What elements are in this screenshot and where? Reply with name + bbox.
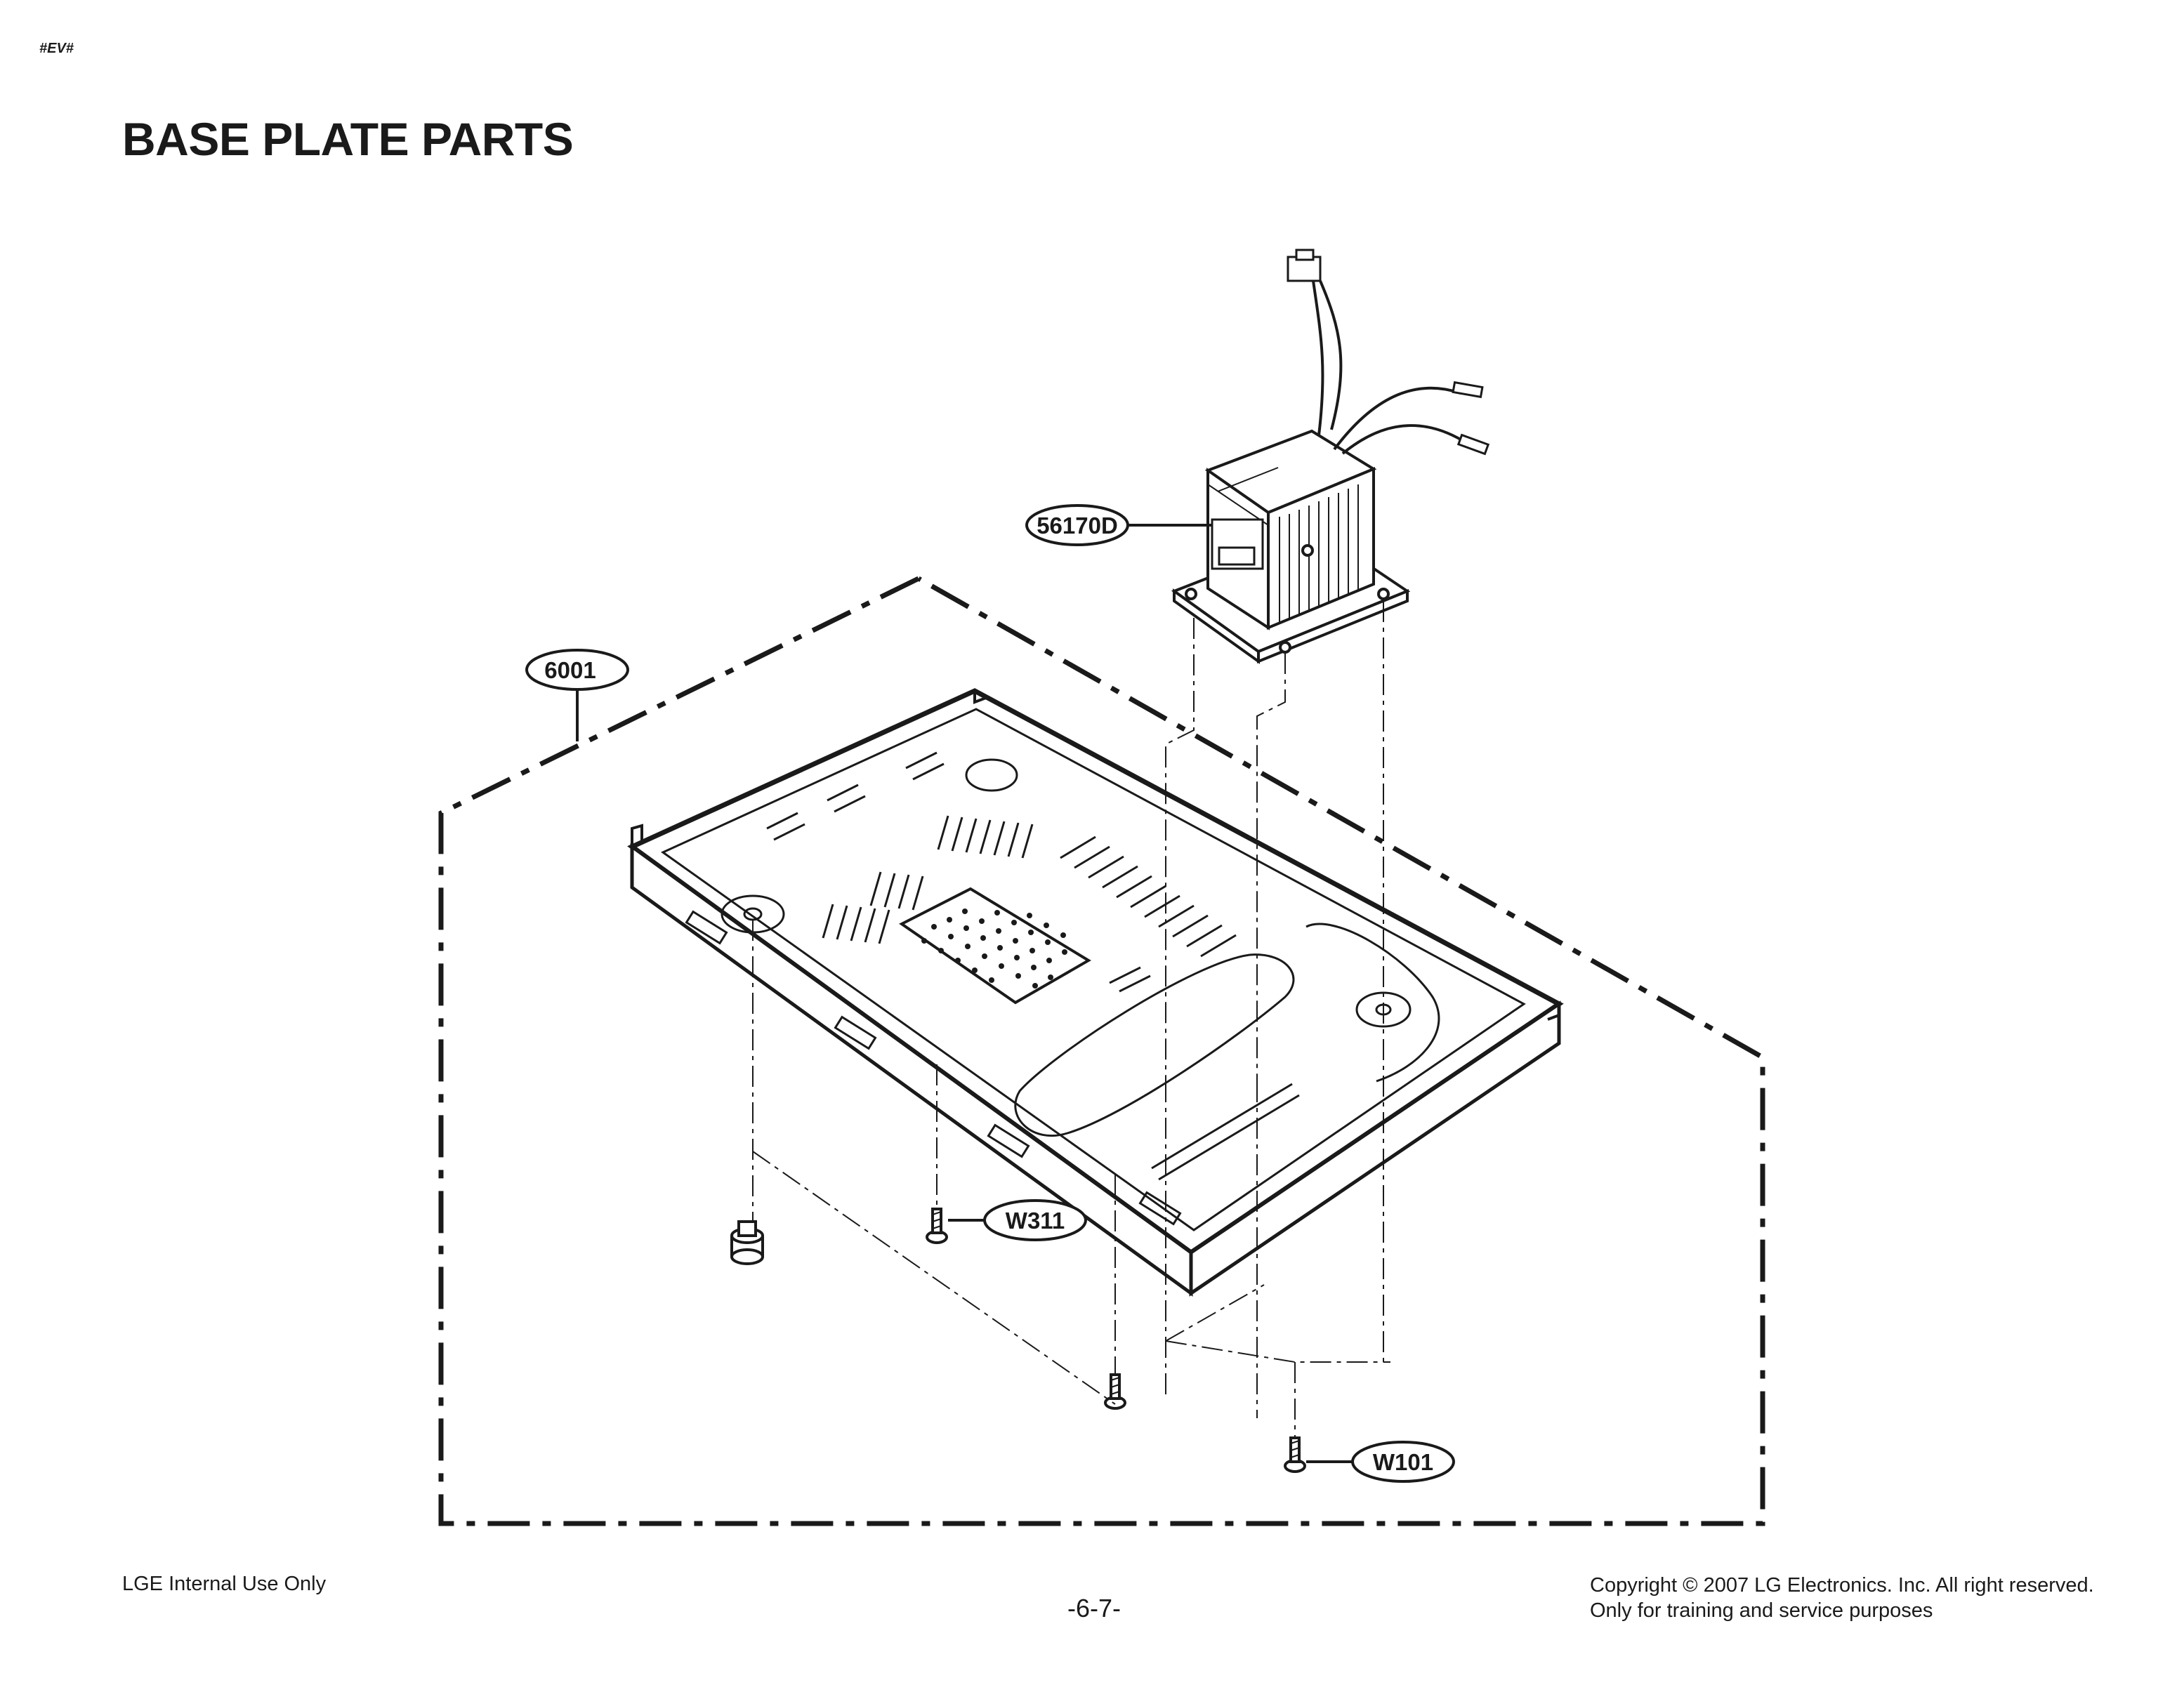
transformer-drawing [1171,249,1490,664]
base-plate-drawing [627,688,1564,1297]
footer-internal-use: LGE Internal Use Only [122,1573,327,1595]
grille-holes [921,908,1067,989]
projection-lines [752,601,1390,1436]
assembly-boundary [438,576,1765,1526]
foot-part [730,1220,764,1265]
callout-label-W101: W101 [1373,1449,1433,1475]
callout-W311: W311 [948,1199,1087,1241]
footer-copyright: Copyright © 2007 LG Electronics. Inc. Al… [1590,1574,2094,1597]
document-tag: #EV# [39,41,74,56]
footer-copyright-block: Copyright © 2007 LG Electronics. Inc. Al… [1590,1573,2094,1623]
footer-purpose: Only for training and service purposes [1590,1599,1933,1622]
callout-label-W311: W311 [1006,1208,1065,1234]
screw-center-part [1104,1373,1126,1410]
screw-w101-part [1284,1436,1306,1473]
screw-w311-part [926,1208,948,1244]
callout-label-6001: 6001 [544,657,596,683]
callout-label-56170D: 56170D [1037,513,1118,538]
fasteners [730,1208,1306,1473]
vent-slots [766,751,1237,993]
page-title: BASE PLATE PARTS [122,113,574,165]
page-number: -6-7- [1067,1594,1121,1623]
callout-W101: W101 [1306,1441,1455,1483]
callout-6001: 6001 [525,649,629,741]
callout-56170D: 56170D [1025,504,1212,546]
